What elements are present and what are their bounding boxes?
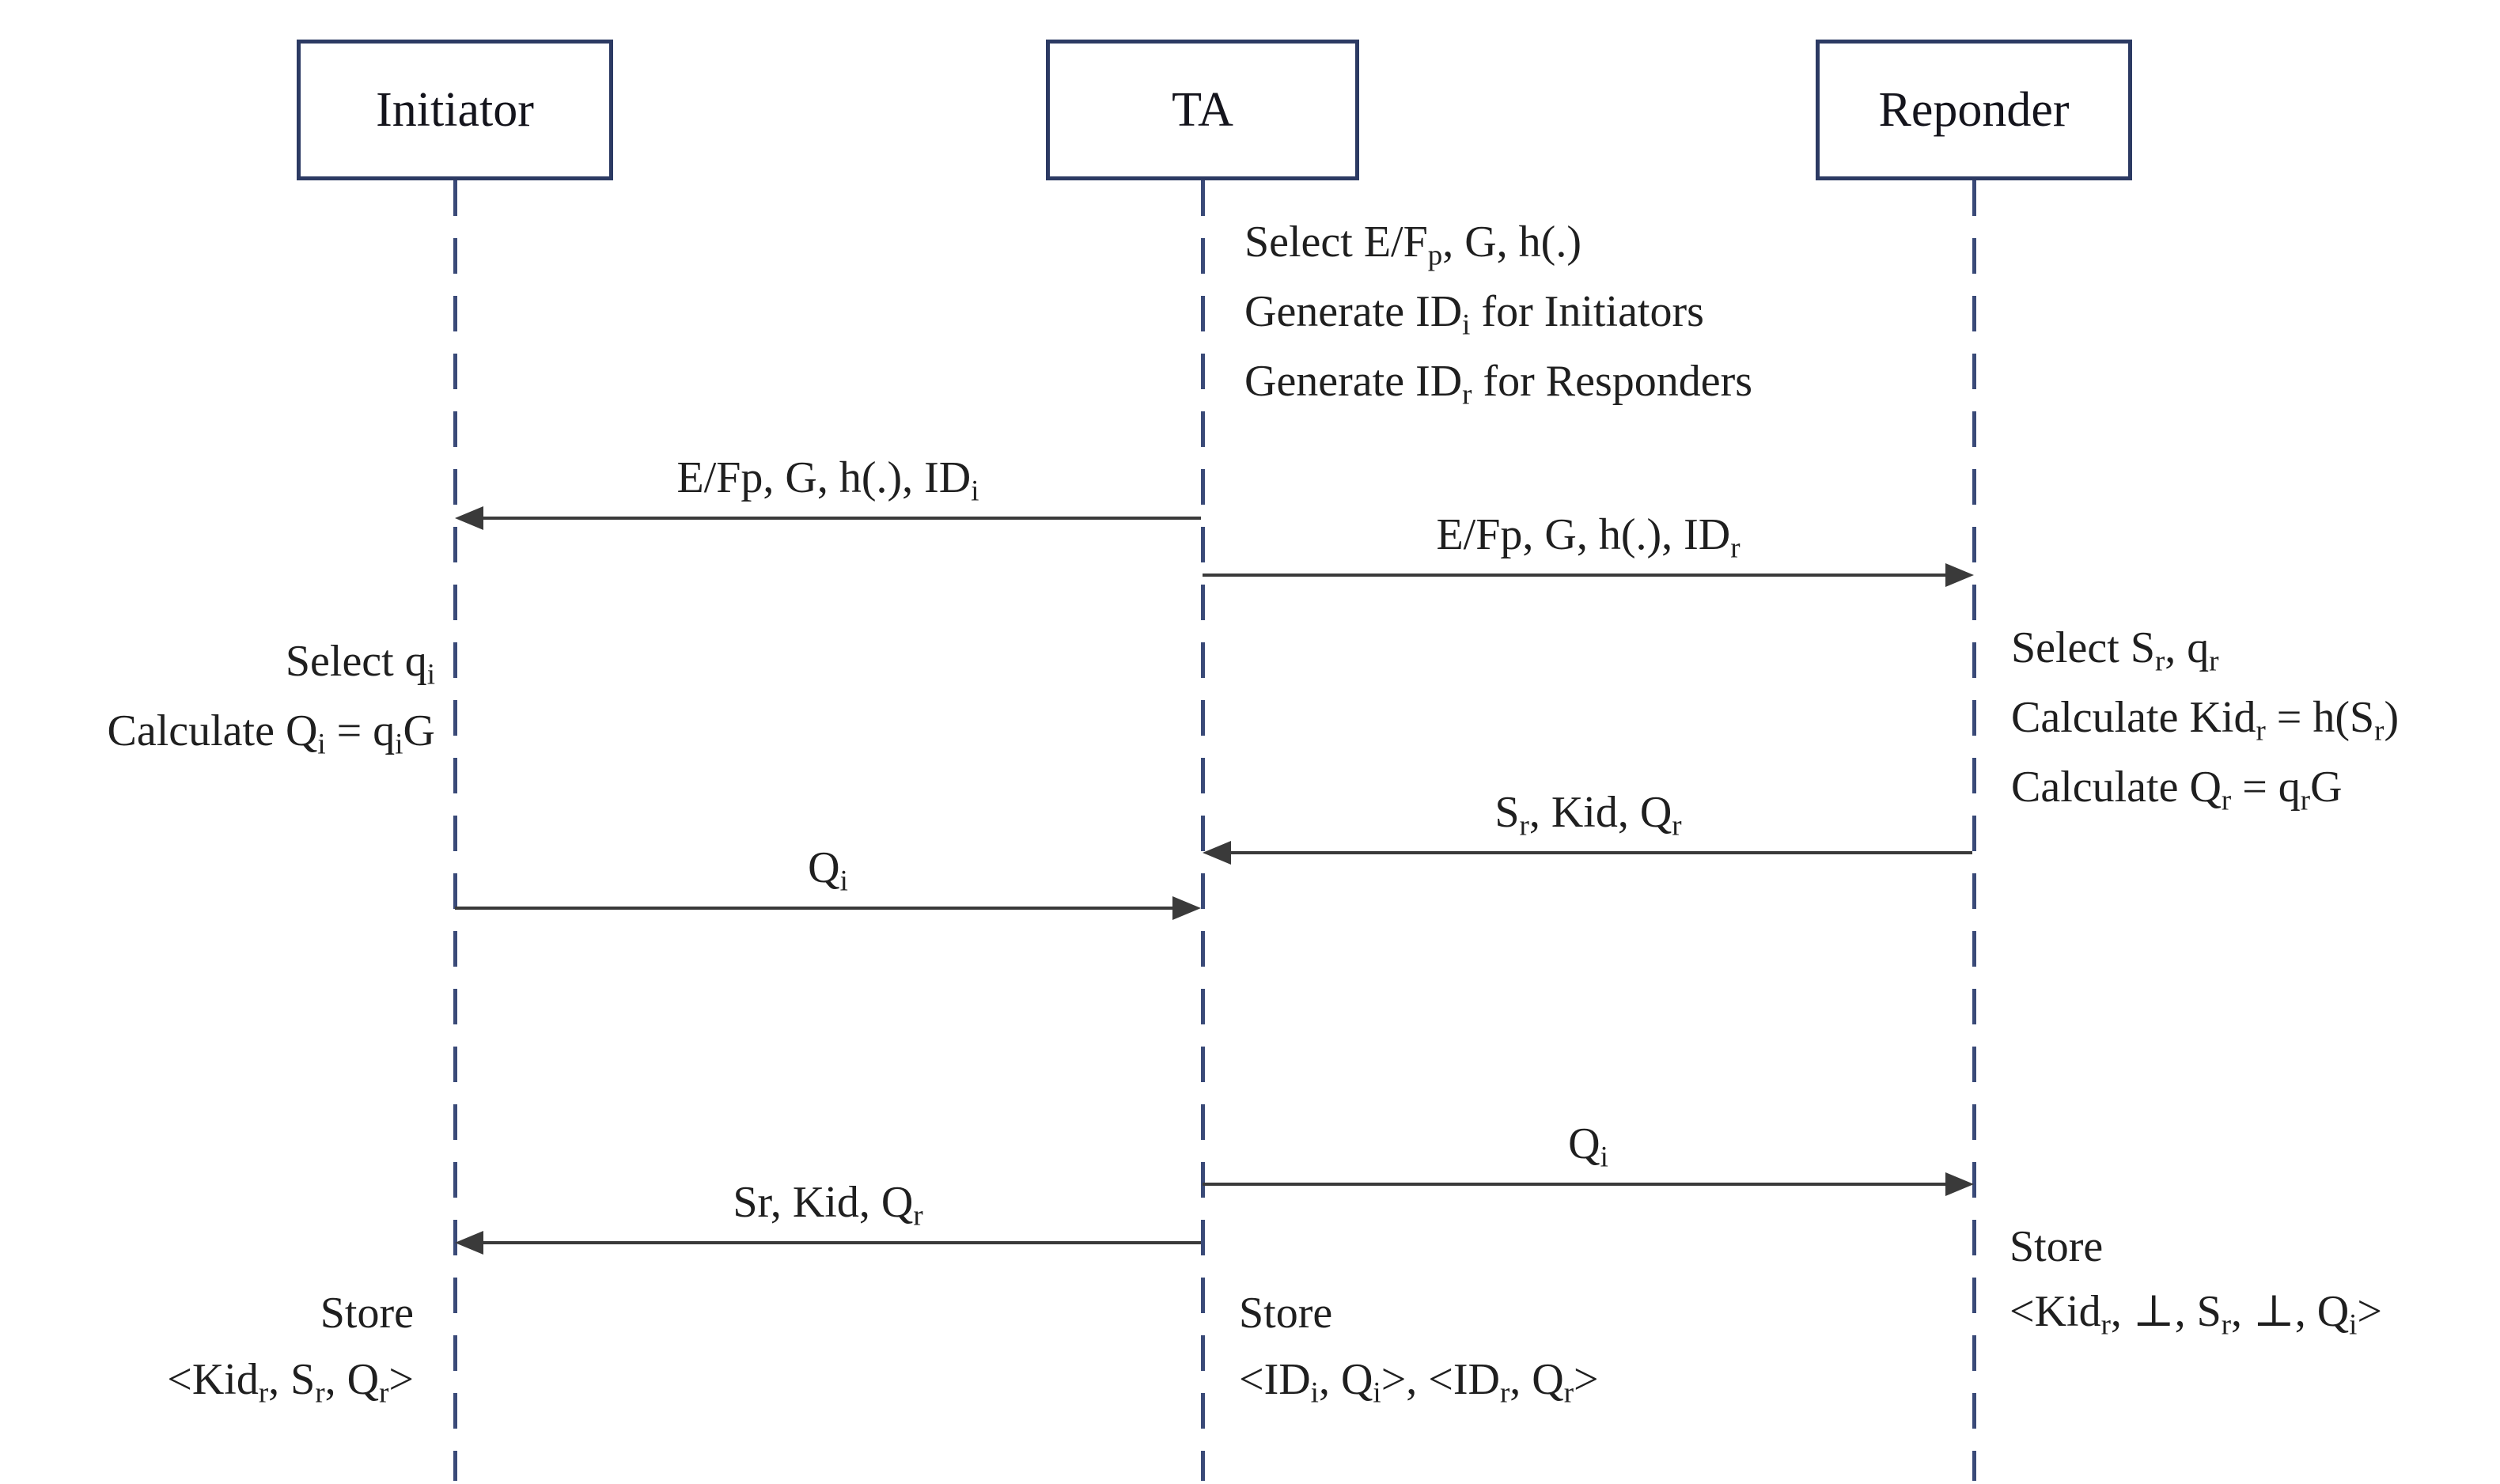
arrowhead-left-icon bbox=[455, 1231, 483, 1255]
note-initiator-keygen: Select qi Calculate Qi = qiG bbox=[0, 627, 436, 766]
message-arrow-line bbox=[1203, 574, 1966, 577]
message-label: E/Fp, G, h(.), IDi bbox=[676, 453, 979, 507]
note-line: Store bbox=[1239, 1289, 1333, 1338]
note-initiator-store: Store <Kidr, Sr, Qr> bbox=[0, 1280, 414, 1413]
lifeline-ta bbox=[1201, 180, 1205, 1481]
message-arrow-line bbox=[463, 517, 1201, 520]
message-label: Sr, Kid, Qr bbox=[733, 1178, 923, 1232]
note-line: <IDi, Qi>, <IDr, Qr> bbox=[1239, 1355, 1599, 1409]
arrowhead-right-icon bbox=[1945, 1172, 1974, 1196]
lifeline-reponder bbox=[1972, 180, 1976, 1481]
note-ta-setup: Select E/Fp, G, h(.) Generate IDi for In… bbox=[1244, 207, 1752, 416]
message-arrow-line bbox=[1203, 1183, 1966, 1186]
note-line: Calculate Qr = qrG bbox=[2011, 763, 2343, 816]
actor-label-reponder: Reponder bbox=[1878, 82, 2070, 137]
note-line: Select E/Fp, G, h(.) bbox=[1244, 218, 1581, 271]
message-arrow-line bbox=[463, 1241, 1201, 1244]
note-line: Generate IDi for Initiators bbox=[1244, 287, 1704, 341]
arrowhead-left-icon bbox=[1203, 841, 1231, 865]
arrowhead-left-icon bbox=[455, 506, 483, 530]
message-label: Qi bbox=[1568, 1119, 1608, 1173]
note-line: Calculate Kidr = h(Sr) bbox=[2011, 693, 2400, 747]
actor-label-initiator: Initiator bbox=[376, 82, 534, 137]
lifeline-initiator bbox=[453, 180, 457, 1481]
actor-box-reponder: Reponder bbox=[1816, 40, 2132, 180]
message-label: Sr, Kid, Qr bbox=[1494, 788, 1682, 842]
actor-box-ta: TA bbox=[1046, 40, 1359, 180]
note-line: <Kidr, ⊥, Sr, ⊥, Qi> bbox=[2009, 1287, 2383, 1341]
note-line: Select Sr, qr bbox=[2011, 623, 2219, 677]
message-label: E/Fp, G, h(.), IDr bbox=[1436, 510, 1741, 564]
message-label: Qi bbox=[808, 843, 848, 897]
note-line: Store bbox=[2009, 1222, 2104, 1271]
note-responder-store: Store <Kidr, ⊥, Sr, ⊥, Qi> bbox=[2009, 1214, 2382, 1344]
message-arrow-line bbox=[1210, 851, 1972, 854]
actor-label-ta: TA bbox=[1172, 82, 1233, 137]
note-line: Generate IDr for Responders bbox=[1244, 357, 1753, 411]
actor-box-initiator: Initiator bbox=[297, 40, 613, 180]
note-line: Select qi bbox=[285, 637, 435, 691]
note-line: <Kidr, Sr, Qr> bbox=[167, 1355, 414, 1409]
arrowhead-right-icon bbox=[1172, 896, 1201, 920]
note-responder-keygen: Select Sr, qr Calculate Kidr = h(Sr) Cal… bbox=[2011, 613, 2399, 822]
note-line: Calculate Qi = qiG bbox=[107, 706, 436, 760]
message-arrow-line bbox=[455, 907, 1193, 910]
note-line: Store bbox=[320, 1289, 414, 1338]
arrowhead-right-icon bbox=[1945, 563, 1974, 587]
note-ta-store: Store <IDi, Qi>, <IDr, Qr> bbox=[1239, 1280, 1599, 1413]
